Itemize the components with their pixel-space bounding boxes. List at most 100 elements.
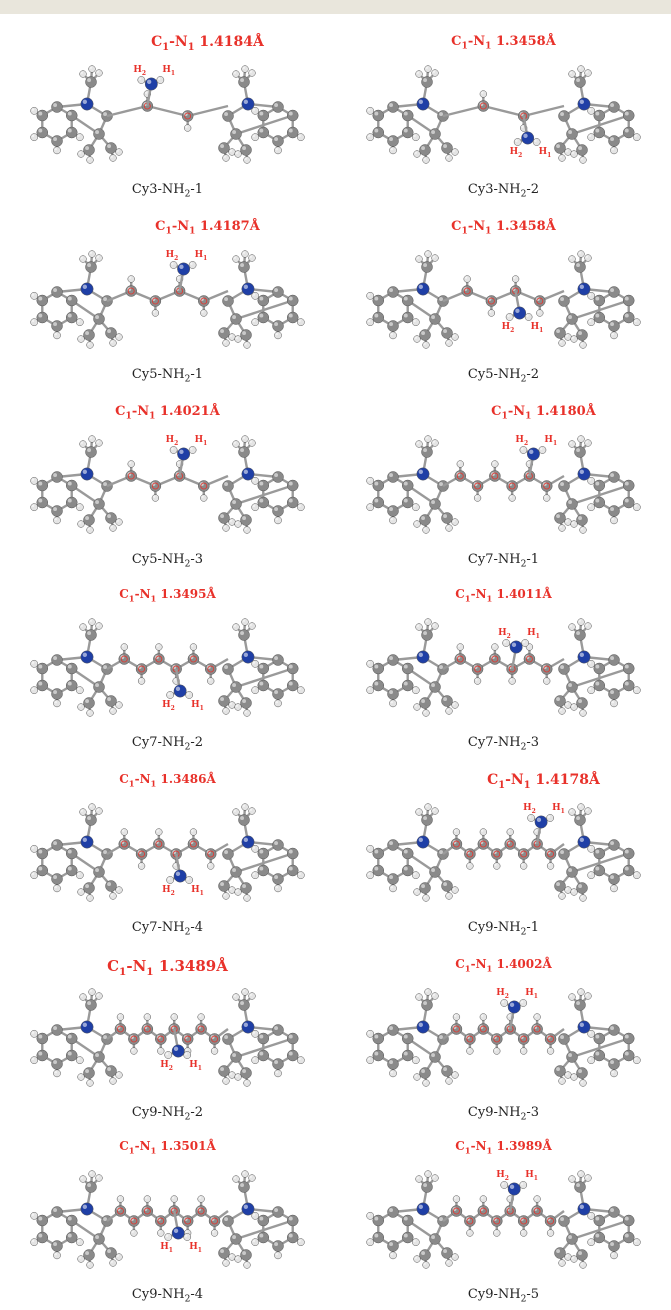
caption-subscript: 2 [520, 1112, 527, 1123]
caption-base: Cy7-NH [467, 552, 521, 567]
bond-carbon-index: 1 [128, 1145, 135, 1156]
hydrogen-label-h1: H1 [527, 628, 540, 640]
bond-length-label: C1-N1 1.4184Å [0, 34, 375, 53]
bond-length-value: 1.4180Å [531, 404, 596, 419]
caption-subscript: 2 [184, 374, 191, 385]
bond-length-value: 1.3501Å [156, 1139, 216, 1153]
caption-base: Cy9-NH [467, 920, 521, 935]
bond-length-value: 1.4178Å [530, 772, 600, 788]
bond-carbon-index: 1 [128, 593, 135, 604]
hydrogen-label-h1: H1 [195, 435, 208, 447]
bond-length-value: 1.3989Å [492, 1139, 552, 1153]
hydrogen-label-h2: H2 [166, 435, 179, 447]
hydrogen-label-h1: H1 [195, 250, 208, 262]
hydrogen-label-h2: H2 [496, 1170, 509, 1182]
bond-nitrogen-symbol: -N [507, 404, 526, 419]
hydrogen-label-h2: H2 [166, 250, 179, 262]
hydrogen-label-h1: H1 [191, 885, 204, 897]
bond-carbon-symbol: C [151, 34, 163, 50]
bond-length-label: C1-N1 1.4180Å [336, 404, 671, 422]
caption-suffix: -2 [526, 182, 540, 197]
bond-nitrogen-index: 1 [485, 40, 492, 52]
bond-length-label: C1-N1 1.3489Å [0, 957, 343, 978]
hydrogen-label-h2: H2 [498, 628, 511, 640]
caption-base: Cy9-NH [467, 1105, 521, 1120]
bond-carbon-index: 1 [464, 593, 471, 604]
caption-subscript: 2 [520, 927, 527, 938]
bond-length-label: C1-N1 1.4011Å [336, 587, 671, 603]
molecule-caption: Cy5-NH2-3 [0, 552, 335, 570]
bond-length-value: 1.4011Å [492, 587, 552, 601]
bond-carbon-symbol: C [119, 587, 129, 601]
caption-subscript: 2 [184, 742, 191, 753]
bond-nitrogen-index: 1 [149, 410, 156, 422]
molecule-structure: H2 H1 [30, 250, 305, 349]
bond-nitrogen-symbol: -N [505, 772, 524, 788]
bond-length-value: 1.3486Å [156, 772, 216, 786]
bond-nitrogen-index: 1 [486, 593, 493, 604]
bond-carbon-index: 1 [501, 410, 508, 422]
caption-subscript: 2 [184, 559, 191, 570]
bond-nitrogen-index: 1 [525, 410, 532, 422]
bond-length-value: 1.3458Å [491, 34, 556, 49]
bond-carbon-index: 1 [125, 410, 132, 422]
hydrogen-label-h1: H1 [189, 1060, 202, 1072]
bond-nitrogen-symbol: -N [134, 772, 151, 786]
molecule-structure: H2 H1 [30, 435, 305, 534]
bond-length-value: 1.4021Å [155, 404, 220, 419]
molecule-caption: Cy9-NH2-3 [336, 1105, 671, 1123]
bond-nitrogen-symbol: -N [134, 1139, 151, 1153]
hydrogen-label-h2: H2 [510, 147, 523, 159]
bond-length-label: C1-N1 1.3458Å [336, 219, 671, 237]
bond-carbon-index: 1 [461, 40, 468, 52]
caption-suffix: -3 [190, 552, 204, 567]
caption-base: Cy7-NH [131, 735, 185, 750]
molecule-caption: Cy5-NH2-2 [336, 367, 671, 385]
caption-base: Cy3-NH [131, 182, 185, 197]
hydrogen-label-h1: H1 [191, 700, 204, 712]
molecule-caption: Cy7-NH2-3 [336, 735, 671, 753]
bond-nitrogen-index: 1 [146, 966, 154, 978]
bond-length-label: C1-N1 1.4178Å [336, 772, 671, 791]
caption-subscript: 2 [520, 374, 527, 385]
bond-length-value: 1.3495Å [156, 587, 216, 601]
caption-suffix: -2 [526, 367, 540, 382]
bond-carbon-symbol: C [115, 404, 126, 419]
caption-base: Cy5-NH [131, 552, 185, 567]
bond-length-label: C1-N1 1.3495Å [0, 587, 343, 603]
molecule-caption: Cy3-NH2-2 [336, 182, 671, 200]
hydrogen-label-h1: H1 [189, 1242, 202, 1254]
bond-nitrogen-index: 1 [523, 779, 531, 791]
bond-carbon-symbol: C [487, 772, 499, 788]
bond-nitrogen-index: 1 [150, 593, 157, 604]
caption-suffix: -4 [190, 920, 204, 935]
caption-suffix: -1 [190, 182, 204, 197]
hydrogen-label-h2: H2 [162, 700, 175, 712]
bond-nitrogen-symbol: -N [467, 219, 486, 234]
bond-length-label: C1-N1 1.4187Å [0, 219, 375, 237]
bond-nitrogen-symbol: -N [470, 957, 487, 971]
hydrogen-label-h2: H2 [502, 322, 515, 334]
bond-carbon-symbol: C [491, 404, 502, 419]
molecule-caption: Cy7-NH2-4 [0, 920, 335, 938]
bond-carbon-symbol: C [451, 219, 462, 234]
bond-carbon-symbol: C [455, 957, 465, 971]
bond-carbon-index: 1 [128, 778, 135, 789]
bond-nitrogen-index: 1 [189, 225, 196, 237]
caption-subscript: 2 [184, 1112, 191, 1123]
caption-subscript: 2 [520, 742, 527, 753]
caption-subscript: 2 [520, 559, 527, 570]
bond-carbon-index: 1 [165, 225, 172, 237]
